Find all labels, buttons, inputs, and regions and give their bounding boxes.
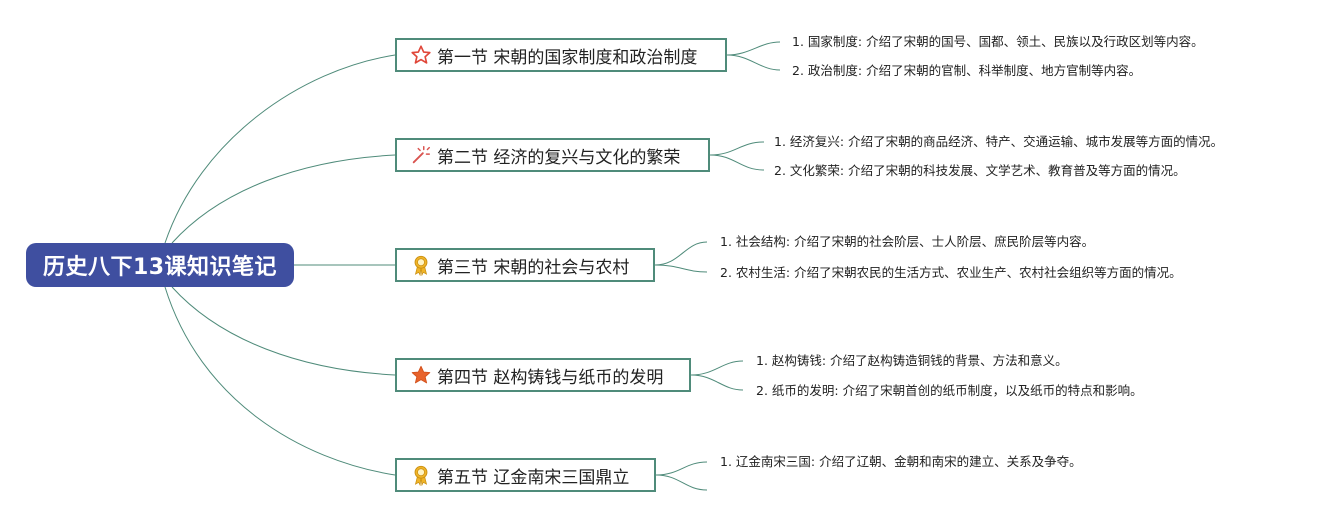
section-4-node[interactable]: 第四节 赵构铸钱与纸币的发明 [395, 358, 691, 392]
section-3-item-1: 1. 社会结构: 介绍了宋朝的社会阶层、士人阶层、庶民阶层等内容。 [720, 234, 1095, 249]
section-1-item-1: 1. 国家制度: 介绍了宋朝的国号、国都、领土、民族以及行政区划等内容。 [792, 34, 1204, 49]
section-5-title: 第五节 辽金南宋三国鼎立 [437, 467, 630, 488]
section-4-item-2: 2. 纸币的发明: 介绍了宋朝首创的纸币制度，以及纸币的特点和影响。 [756, 383, 1143, 398]
award-ribbon-icon [409, 253, 433, 277]
root-topic[interactable]: 历史八下13课知识笔记 [26, 243, 294, 287]
section-2-item-1: 1. 经济复兴: 介绍了宋朝的商品经济、特产、交通运输、城市发展等方面的情况。 [774, 134, 1224, 149]
star-outline-icon [409, 43, 433, 67]
section-3-node[interactable]: 第三节 宋朝的社会与农村 [395, 248, 655, 282]
award-ribbon-icon [409, 463, 433, 487]
section-5-node[interactable]: 第五节 辽金南宋三国鼎立 [395, 458, 656, 492]
section-3-title: 第三节 宋朝的社会与农村 [437, 257, 630, 278]
section-1-node[interactable]: 第一节 宋朝的国家制度和政治制度 [395, 38, 727, 72]
section-4-item-1: 1. 赵构铸钱: 介绍了赵构铸造铜钱的背景、方法和意义。 [756, 353, 1068, 368]
section-2-item-2: 2. 文化繁荣: 介绍了宋朝的科技发展、文学艺术、教育普及等方面的情况。 [774, 163, 1186, 178]
magic-wand-icon [409, 143, 433, 167]
section-4-title: 第四节 赵构铸钱与纸币的发明 [437, 367, 664, 388]
star-filled-icon [409, 363, 433, 387]
section-1-title: 第一节 宋朝的国家制度和政治制度 [437, 47, 698, 68]
section-2-title: 第二节 经济的复兴与文化的繁荣 [437, 147, 681, 168]
section-5-item-1: 1. 辽金南宋三国: 介绍了辽朝、金朝和南宋的建立、关系及争夺。 [720, 454, 1082, 469]
root-title: 历史八下13课知识笔记 [42, 255, 278, 280]
section-2-node[interactable]: 第二节 经济的复兴与文化的繁荣 [395, 138, 710, 172]
section-3-item-2: 2. 农村生活: 介绍了宋朝农民的生活方式、农业生产、农村社会组织等方面的情况。 [720, 265, 1182, 280]
section-1-item-2: 2. 政治制度: 介绍了宋朝的官制、科举制度、地方官制等内容。 [792, 63, 1142, 78]
